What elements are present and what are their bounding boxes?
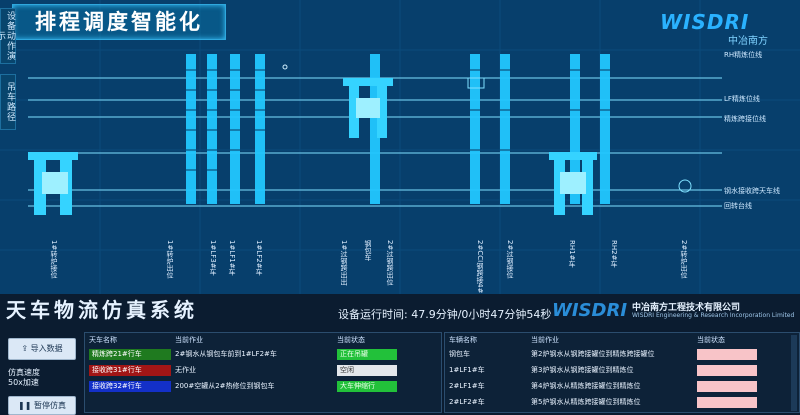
crane-right: [549, 152, 597, 215]
import-data-label: 导入数据: [30, 344, 63, 353]
table-row[interactable]: 2#LF1#车 第4炉钢水从精炼跨接罐位到精炼位: [445, 379, 799, 395]
page-title: 排程调度智能化: [35, 10, 203, 34]
crane-center: [343, 78, 393, 138]
runtime-label: 设备运行时间:: [338, 308, 408, 321]
position-label: 1#过钢跨出出: [340, 240, 348, 286]
vehicle-name: 2#LF1#车: [449, 382, 485, 390]
company-name: 中冶南方工程技术有限公司: [632, 303, 741, 313]
column-header: 天车名称: [89, 336, 117, 344]
vehicle-status: [697, 365, 757, 376]
crane-task: 200#空罐从2#热修位到钢包车: [175, 382, 275, 390]
rotary-marker: [678, 179, 692, 193]
pause-sim-label: 暂停仿真: [33, 401, 66, 410]
table-row[interactable]: 2#LF2#车 第5炉钢水从精炼跨接罐位到精炼位: [445, 395, 799, 411]
logo-subtext: 中冶南方: [728, 36, 768, 47]
vehicle-task: 第5炉钢水从精炼跨接罐位到精炼位: [531, 398, 641, 406]
column-header: 车辆名称: [449, 336, 477, 344]
position-label: 1#LF1#车: [228, 240, 236, 276]
vehicle-name: 1#LF1#车: [449, 366, 485, 374]
crane-left: [28, 152, 78, 215]
logo-text: WISDRI: [660, 10, 750, 34]
position-label: 1#LF2#车: [255, 240, 263, 276]
table-row[interactable]: 接收跨32#行车 200#空罐从2#热修位到钢包车 大车伸缩行: [85, 379, 441, 395]
vehicle-task: 第2炉钢水从钢跨接罐位到精炼跨接罐位: [531, 350, 655, 358]
import-data-button[interactable]: ⇪ 导入数据: [8, 338, 76, 360]
runtime-readout: 设备运行时间: 47.9分钟/0小时47分钟54秒: [338, 306, 551, 322]
position-label: RH2#车: [610, 240, 618, 268]
rail-label: 回转台线: [724, 202, 752, 210]
company-name-en: WISDRI Engineering & Research Incorporat…: [632, 312, 795, 319]
vehicle-name: 2#LF2#车: [449, 398, 485, 406]
position-label: 1#转炉出位: [166, 240, 174, 279]
position-label: RH1#车: [568, 240, 576, 268]
vehicle-task: 第4炉钢水从精炼跨接罐位到精炼位: [531, 382, 641, 390]
position-label: 1#LF3#车: [209, 240, 217, 276]
crane-task: 无作业: [175, 366, 196, 374]
vehicle-status: [697, 397, 757, 408]
upload-icon: ⇪: [21, 344, 31, 353]
vehicle-status-table: 车辆名称 当前作业 当前状态 钢包车 第2炉钢水从钢跨接罐位到精炼跨接罐位 1#…: [444, 332, 800, 413]
scene-area: 排程调度智能化 设备动作演示 吊车路径 WISDRI 中冶南方 RH精炼位线 L…: [0, 0, 800, 294]
position-label: 2#过钢接位: [506, 240, 514, 279]
vehicle-status: [697, 381, 757, 392]
table-scrollbar[interactable]: [791, 335, 797, 411]
crane-status-table: 天车名称 当前作业 当前状态 精炼跨21#行车 2#钢水从钢包车前到1#LF2#…: [84, 332, 442, 413]
ladle-marker: [467, 77, 485, 89]
vehicle-task: 第3炉钢水从钢跨接罐位到精炼位: [531, 366, 634, 374]
sim-logo: WISDRI: [552, 300, 628, 321]
vehicle-name: 钢包车: [449, 350, 470, 358]
column-header: 当前状态: [697, 336, 725, 344]
speed-label: 仿真速度: [8, 368, 40, 377]
nav-item-demo[interactable]: 设备动作演示: [0, 8, 16, 64]
nav-item-crane-path[interactable]: 吊车路径: [0, 74, 16, 130]
column-header: 当前作业: [175, 336, 203, 344]
point-marker: [282, 64, 288, 70]
table-row[interactable]: 钢包车 第2炉钢水从钢跨接罐位到精炼跨接罐位: [445, 347, 799, 363]
side-nav: 设备动作演示 吊车路径: [0, 0, 16, 294]
crane-status: 正在吊罐: [337, 349, 397, 360]
position-label: 1#转炉接位: [50, 240, 58, 279]
title-box: 排程调度智能化: [12, 4, 226, 40]
column-header: 当前状态: [337, 336, 365, 344]
position-label: 钢包车: [364, 240, 372, 261]
position-label: 2#转炉出位: [680, 240, 688, 279]
runtime-value: 47.9分钟/0小时47分钟54秒: [411, 308, 552, 321]
rail-label: LF精炼位线: [724, 95, 760, 103]
column-header: 当前作业: [531, 336, 559, 344]
sim-title: 天车物流仿真系统: [6, 298, 198, 322]
position-label: 2#CCI钢跨接4#1#车: [476, 240, 484, 294]
crane-status: 大车伸缩行: [337, 381, 397, 392]
rail-label: RH精炼位线: [724, 51, 763, 59]
vehicle-status: [697, 349, 757, 360]
company-logo: WISDRI 中冶南方: [660, 10, 780, 50]
speed-value: 50x加速: [8, 378, 39, 387]
position-label: 2#过钢跨出位: [386, 240, 394, 286]
table-row[interactable]: 精炼跨21#行车 2#钢水从钢包车前到1#LF2#车 正在吊罐: [85, 347, 441, 363]
plant-layout: [0, 0, 800, 294]
crane-name: 精炼跨21#行车: [89, 349, 171, 360]
sim-speed[interactable]: 仿真速度 50x加速: [8, 368, 40, 388]
crane-status: 空闲: [337, 365, 397, 376]
pause-icon: ❚❚: [18, 401, 34, 410]
simulation-panel: 天车物流仿真系统 设备运行时间: 47.9分钟/0小时47分钟54秒 WISDR…: [0, 294, 800, 415]
crane-task: 2#钢水从钢包车前到1#LF2#车: [175, 350, 277, 358]
crane-name: 接收跨32#行车: [89, 381, 171, 392]
table-row[interactable]: 1#LF1#车 第3炉钢水从钢跨接罐位到精炼位: [445, 363, 799, 379]
pause-sim-button[interactable]: ❚❚ 暂停仿真: [8, 396, 76, 415]
rail-label: 精炼跨接位线: [724, 115, 766, 123]
rail-label: 钢水接收跨天车线: [724, 187, 780, 195]
table-row[interactable]: 接收跨31#行车 无作业 空闲: [85, 363, 441, 379]
crane-name: 接收跨31#行车: [89, 365, 171, 376]
